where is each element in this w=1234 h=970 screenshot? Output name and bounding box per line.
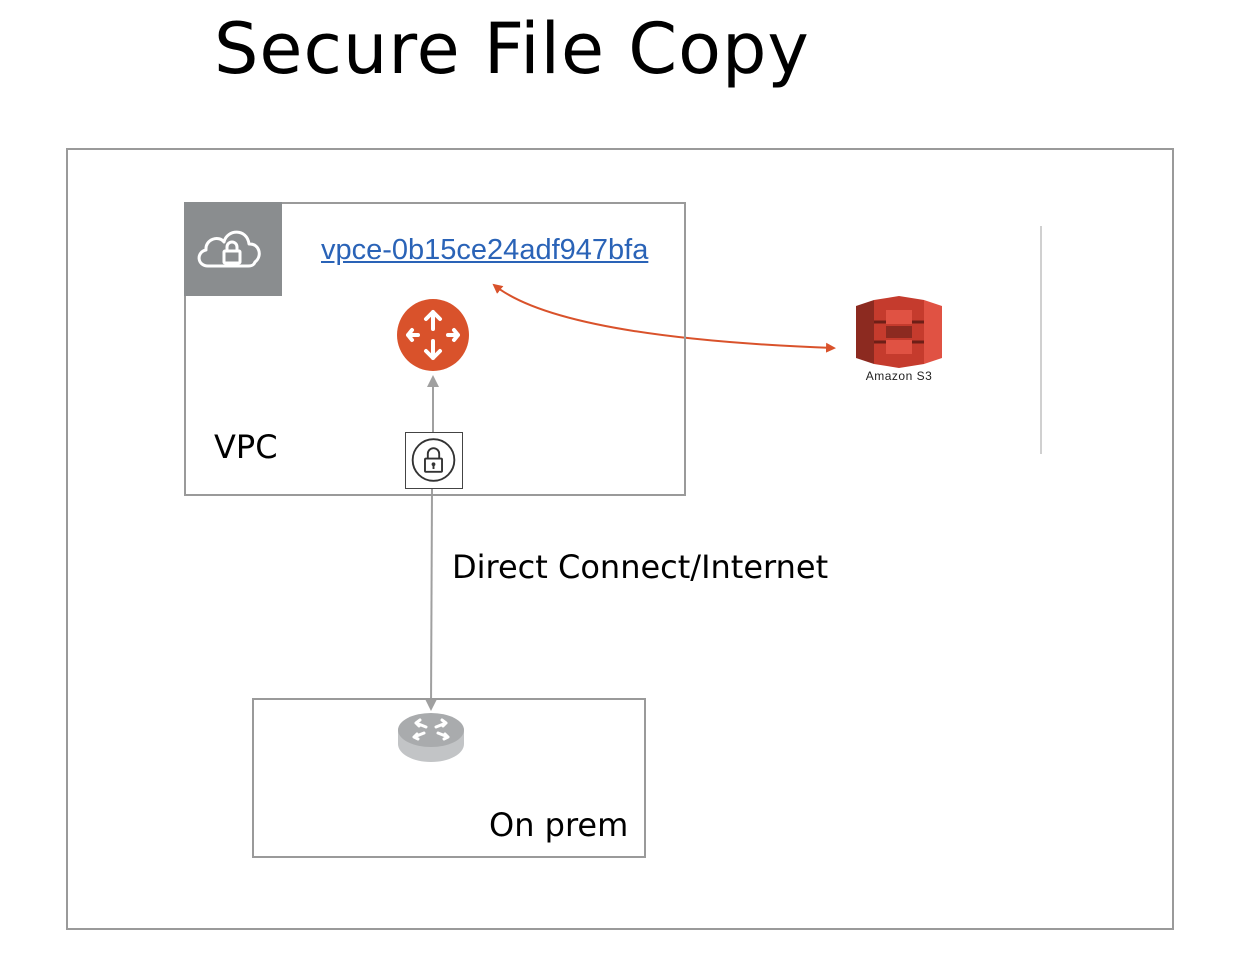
connection-label: Direct Connect/Internet bbox=[452, 548, 829, 586]
divider bbox=[1040, 226, 1042, 454]
lock-icon bbox=[405, 432, 463, 489]
amazon-s3-label: Amazon S3 bbox=[865, 369, 933, 383]
page-title: Secure File Copy bbox=[214, 8, 810, 90]
cloud-lock-icon bbox=[184, 202, 282, 296]
vpc-box bbox=[184, 202, 686, 496]
vpc-label: VPC bbox=[214, 428, 278, 466]
amazon-s3-icon bbox=[854, 296, 944, 368]
diagram-frame bbox=[66, 148, 1174, 930]
on-prem-box bbox=[252, 698, 646, 858]
on-prem-label: On prem bbox=[489, 806, 629, 844]
router-icon bbox=[396, 706, 466, 768]
vpc-endpoint-link[interactable]: vpce-0b15ce24adf947bfa bbox=[321, 234, 649, 266]
router-icon bbox=[396, 298, 470, 372]
